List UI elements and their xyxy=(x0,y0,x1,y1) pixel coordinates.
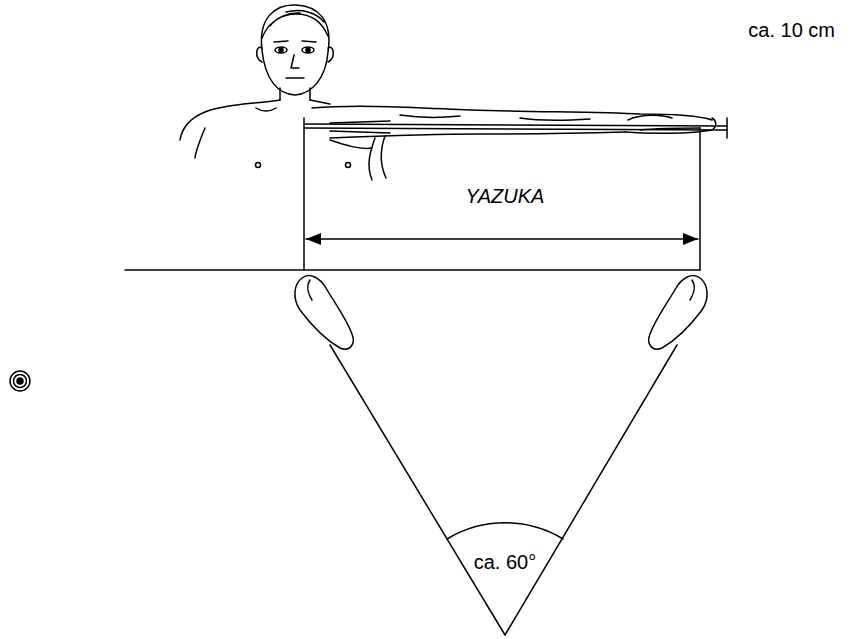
arrow-shaft xyxy=(305,118,727,138)
archer-arm xyxy=(312,106,716,138)
feet xyxy=(295,276,707,349)
angle-lines xyxy=(330,345,677,635)
measurement-label: ca. 60° xyxy=(474,551,536,573)
measurement-label: ca. 10 cm xyxy=(748,19,835,41)
archer-head xyxy=(257,5,334,100)
dimension-lines xyxy=(125,118,700,270)
dimension-label: YAZUKA xyxy=(466,185,545,207)
target-symbol xyxy=(10,371,30,391)
archer-torso xyxy=(180,100,386,180)
